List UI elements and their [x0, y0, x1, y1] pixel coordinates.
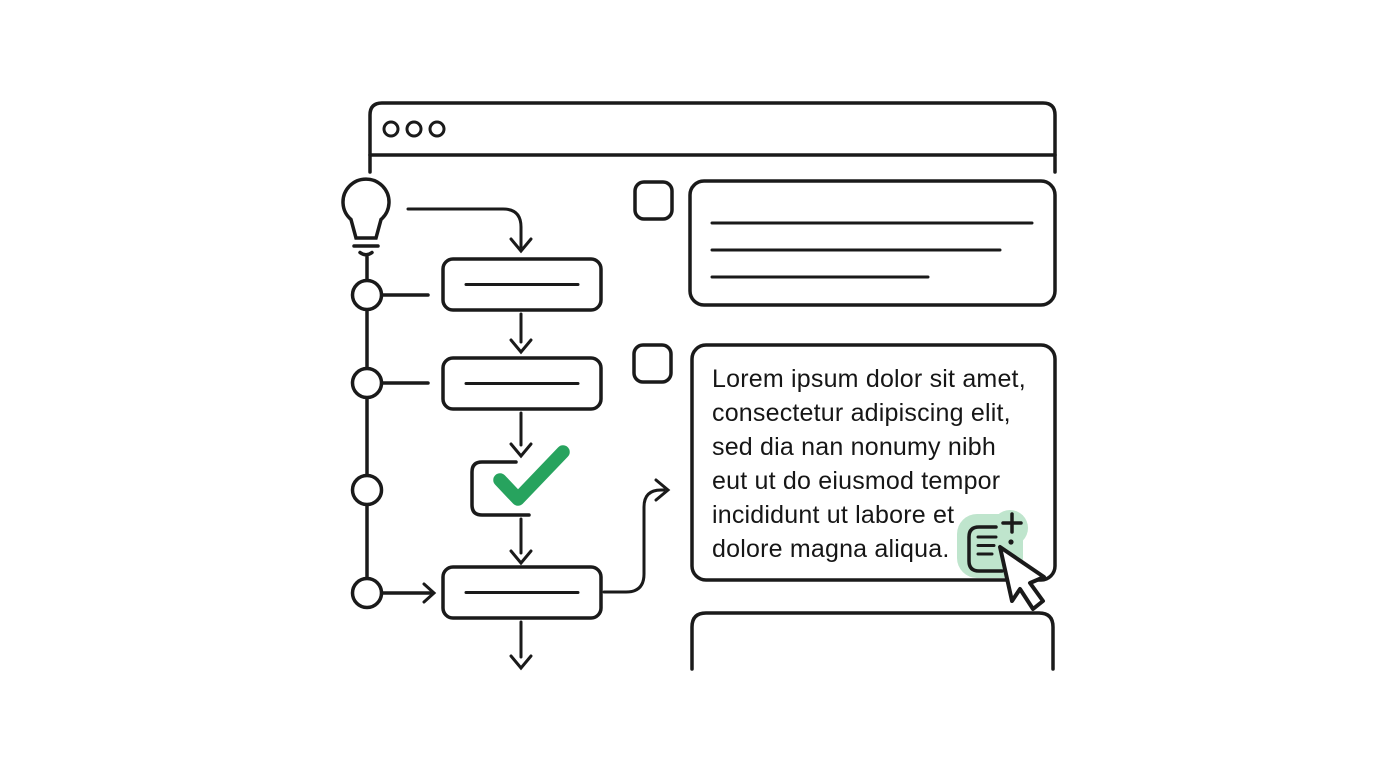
checkbox-icon	[632, 343, 673, 384]
content-column	[632, 179, 1057, 671]
check-icon	[493, 445, 570, 506]
text-panel-1	[688, 179, 1057, 307]
flow-step-1	[441, 257, 603, 312]
open-step-box	[470, 460, 531, 517]
window-dot	[405, 120, 423, 138]
arrowhead-right-icon	[422, 582, 437, 604]
note-text-line: Lorem ipsum dolor sit amet,	[712, 365, 1026, 393]
flow-step-4	[441, 565, 603, 620]
note-text-line: eut ut do eiusmod tempor	[712, 467, 1001, 495]
highlight-blob	[992, 510, 1028, 546]
arrowhead-down-icon	[509, 442, 533, 459]
flow-step-3-completed	[470, 445, 570, 517]
window-dots-icon	[382, 120, 446, 138]
window-outline	[368, 101, 1057, 174]
flow-connector-elbow	[602, 488, 666, 594]
note-text-line: sed dia nan nonumy nibh	[712, 433, 996, 461]
note-text-line: dolore magna aliqua.	[712, 535, 950, 563]
text-panel-3-clipped	[690, 611, 1055, 671]
browser-window-frame	[368, 101, 1057, 174]
timeline-node	[350, 576, 384, 610]
flow-arrow-curved	[406, 207, 523, 249]
window-dot	[382, 120, 400, 138]
note-panel-text: Lorem ipsum dolor sit amet, consectetur …	[712, 362, 1042, 566]
add-note-icon	[957, 510, 1046, 611]
note-text-line: incididunt ut labore et	[712, 501, 955, 529]
arrowhead-down-icon	[509, 237, 533, 254]
window-dot	[428, 120, 446, 138]
arrowhead-down-icon	[509, 654, 533, 671]
lightbulb-icon	[341, 177, 391, 257]
dot	[1008, 539, 1014, 545]
timeline-node	[350, 473, 384, 507]
arrowhead-right-icon	[654, 478, 671, 502]
arrowhead-down-icon	[509, 338, 533, 355]
checkbox-icon	[633, 180, 674, 221]
flowchart	[406, 207, 671, 671]
timeline	[350, 255, 437, 610]
flow-step-2	[441, 356, 603, 411]
note-text-line: consectetur adipiscing elit,	[712, 399, 1011, 427]
timeline-node	[350, 366, 384, 400]
arrowhead-down-icon	[509, 549, 533, 566]
plus-icon	[1001, 512, 1023, 534]
note-panel	[690, 343, 1057, 582]
note-doc-outline	[967, 525, 1004, 573]
cursor-icon	[998, 545, 1046, 611]
timeline-node	[350, 278, 384, 312]
